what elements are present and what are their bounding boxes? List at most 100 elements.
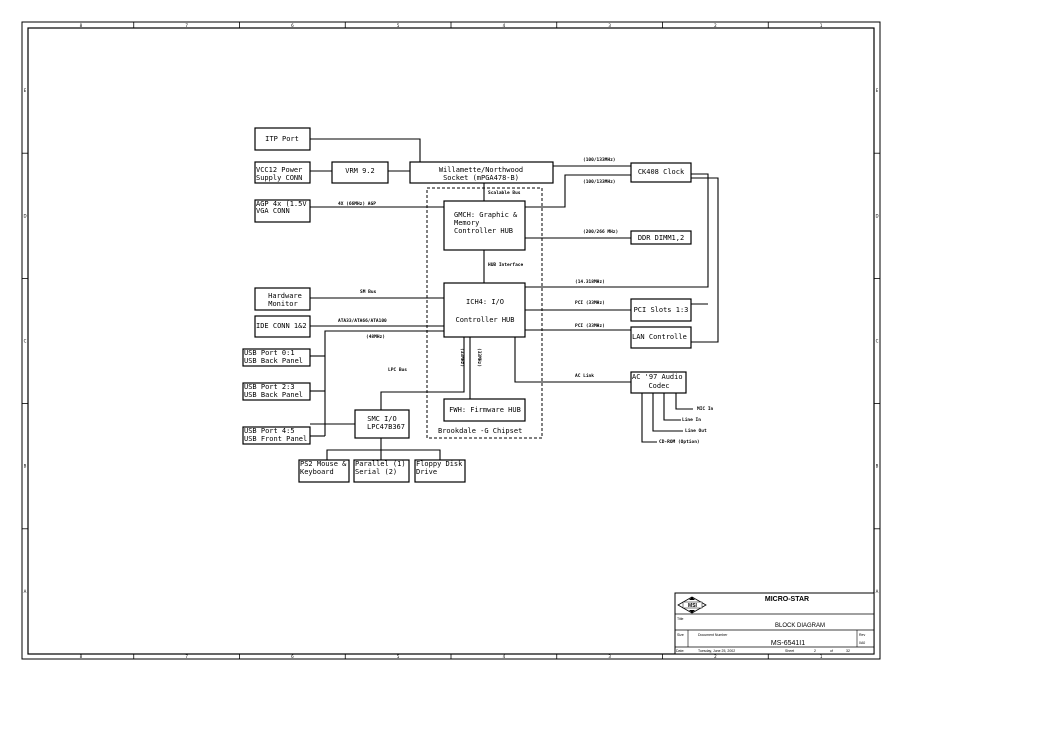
smc-line1: SMC I/O	[367, 415, 397, 423]
bus-labels: (100/133MHz) (100/133MHz) Scalable Bus 4…	[338, 157, 714, 445]
lan-label: LAN Controlle	[632, 333, 687, 341]
label-chipset: Brookdale -G Chipset	[438, 427, 522, 435]
block-vcc12-power: VCC12 Power Supply CONN	[254, 161, 311, 184]
column-marker-bottom: 3	[608, 654, 611, 659]
column-marker-bottom: 2	[714, 654, 717, 659]
label-line-in: Line In	[682, 417, 701, 423]
cpu-socket-line1: Willamette/Northwood	[439, 166, 523, 174]
block-ck408-clock: CK408 Clock	[630, 162, 692, 183]
vrm-label: VRM 9.2	[345, 167, 375, 175]
block-ide-conn: IDE CONN 1&2	[254, 315, 311, 338]
itp-port-label: ITP Port	[265, 135, 299, 143]
ps2-line1: PS2 Mouse &	[300, 460, 347, 468]
ddr-label: DDR DIMM1,2	[638, 234, 684, 242]
company-name: MICRO-STAR	[765, 596, 809, 603]
vcc12-label-line1: VCC12 Power	[256, 166, 302, 174]
block-parallel-serial: Parallel (1) Serial (2)	[353, 459, 410, 483]
hw-monitor-line1: Hardware	[268, 292, 302, 300]
label-cdrom: CD-ROM (Option)	[659, 439, 700, 445]
column-marker-bottom: 8	[80, 654, 83, 659]
rev-caption: Rev	[859, 633, 865, 637]
date-caption: Date:	[676, 649, 684, 653]
label-line-out: Line Out	[685, 428, 707, 434]
block-hardware-monitor: Hardware Monitor	[254, 287, 311, 311]
block-cpu-socket: Willamette/Northwood Socket (mPGA478-B)	[409, 161, 554, 184]
title-block: MSI MICRO-STAR Title BLOCK DIAGRAM Size …	[674, 592, 875, 655]
row-marker-right: D	[875, 213, 878, 218]
block-itp-port: ITP Port	[254, 127, 311, 151]
column-marker-top: 3	[608, 23, 611, 28]
block-gmch: GMCH: Graphic & Memory Controller HUB	[443, 200, 526, 251]
block-lan-controller: LAN Controlle	[630, 326, 692, 349]
label-ac-link: AC Link	[575, 373, 594, 379]
usb23-line1: USB Port 2:3	[244, 383, 295, 391]
ide-label: IDE CONN 1&2	[256, 322, 307, 330]
usb45-line1: USB Port 4:5	[244, 427, 295, 435]
row-marker-right: C	[876, 339, 879, 344]
gmch-line1: GMCH: Graphic &	[454, 211, 518, 219]
row-marker-left: C	[24, 339, 27, 344]
ich4-line1: ICH4: I/O	[466, 298, 504, 306]
row-marker-left: E	[24, 88, 27, 93]
sheet-number: 2	[814, 649, 816, 653]
sheet-total: 32	[846, 649, 850, 653]
revision: 0A0	[859, 641, 865, 645]
floppy-line2: Drive	[416, 468, 437, 476]
size-caption: Size	[677, 633, 684, 637]
title-caption: Title	[677, 617, 684, 621]
column-marker-top: 6	[291, 23, 294, 28]
hw-monitor-line2: Monitor	[268, 300, 298, 308]
parallel-line1: Parallel (1)	[355, 460, 406, 468]
cpu-socket-line2: Socket (mPGA478-B)	[443, 174, 519, 182]
label-ata: ATA33/ATA66/ATA100	[338, 318, 387, 324]
block-usb-port-4-5: USB Port 4:5 USB Front Panel	[242, 426, 311, 445]
parallel-line2: Serial (2)	[355, 468, 397, 476]
date-value: Tuesday, June 25, 2002	[698, 649, 735, 653]
label-ddr-bus: (200/266 MHz)	[583, 229, 618, 235]
label-clk14: (14.318MHz)	[575, 279, 605, 285]
sheet-caption: Sheet	[785, 649, 794, 653]
label-cpu-clock-2: (100/133MHz)	[583, 179, 616, 185]
document-number: MS-6541I1	[771, 640, 805, 647]
ps2-line2: Keyboard	[300, 468, 334, 476]
docnum-caption: Document Number	[698, 633, 728, 637]
column-marker-top: 1	[820, 23, 823, 28]
chipset-boundary	[426, 187, 543, 439]
label-pci-2: PCI (33MHz)	[575, 323, 605, 329]
column-marker-top: 4	[503, 23, 506, 28]
gmch-line3: Controller HUB	[454, 227, 513, 235]
block-ddr-dimm: DDR DIMM1,2	[630, 230, 692, 245]
block-usb-port-2-3: USB Port 2:3 USB Back Panel	[242, 382, 311, 401]
msi-logo: MSI	[677, 596, 707, 614]
block-fwh: FWH: Firmware HUB	[443, 398, 526, 422]
label-scalable-bus: Scalable Bus	[488, 190, 521, 196]
block-agp-conn: AGP 4x (1.5V VGA CONN	[254, 199, 311, 223]
agp-label-line1: AGP 4x (1.5V	[256, 200, 307, 208]
label-clk33-b: (33MHz)	[476, 348, 482, 367]
column-marker-bottom: 4	[503, 654, 506, 659]
block-floppy: Floppy Disk Drive	[414, 459, 466, 483]
msi-logo-text: MSI	[688, 603, 698, 609]
vcc12-label-line2: Supply CONN	[256, 174, 302, 182]
connection-wires	[310, 138, 719, 460]
column-marker-top: 7	[185, 23, 188, 28]
label-clk33-a: (33MHz)	[459, 348, 465, 367]
label-agp-bus: 4X (66MHz) AGP	[338, 201, 376, 207]
ck408-label: CK408 Clock	[638, 168, 685, 176]
ich4-line2: Controller HUB	[455, 316, 514, 324]
column-marker-top: 2	[714, 23, 717, 28]
label-cpu-clock-1: (100/133MHz)	[583, 157, 616, 163]
floppy-line1: Floppy Disk	[416, 460, 463, 468]
row-marker-right: A	[876, 589, 879, 594]
agp-label-line2: VGA CONN	[256, 207, 290, 215]
label-lpc-bus: LPC Bus	[388, 367, 407, 373]
row-marker-right: E	[876, 88, 879, 93]
label-mic-in: MIC In	[697, 406, 714, 412]
usb23-line2: USB Back Panel	[244, 391, 303, 399]
block-ps2: PS2 Mouse & Keyboard	[298, 459, 350, 483]
block-smc-io: SMC I/O LPC47B367	[354, 409, 410, 439]
block-usb-port-0-1: USB Port 0:1 USB Back Panel	[242, 348, 311, 367]
smc-line2: LPC47B367	[367, 423, 405, 431]
